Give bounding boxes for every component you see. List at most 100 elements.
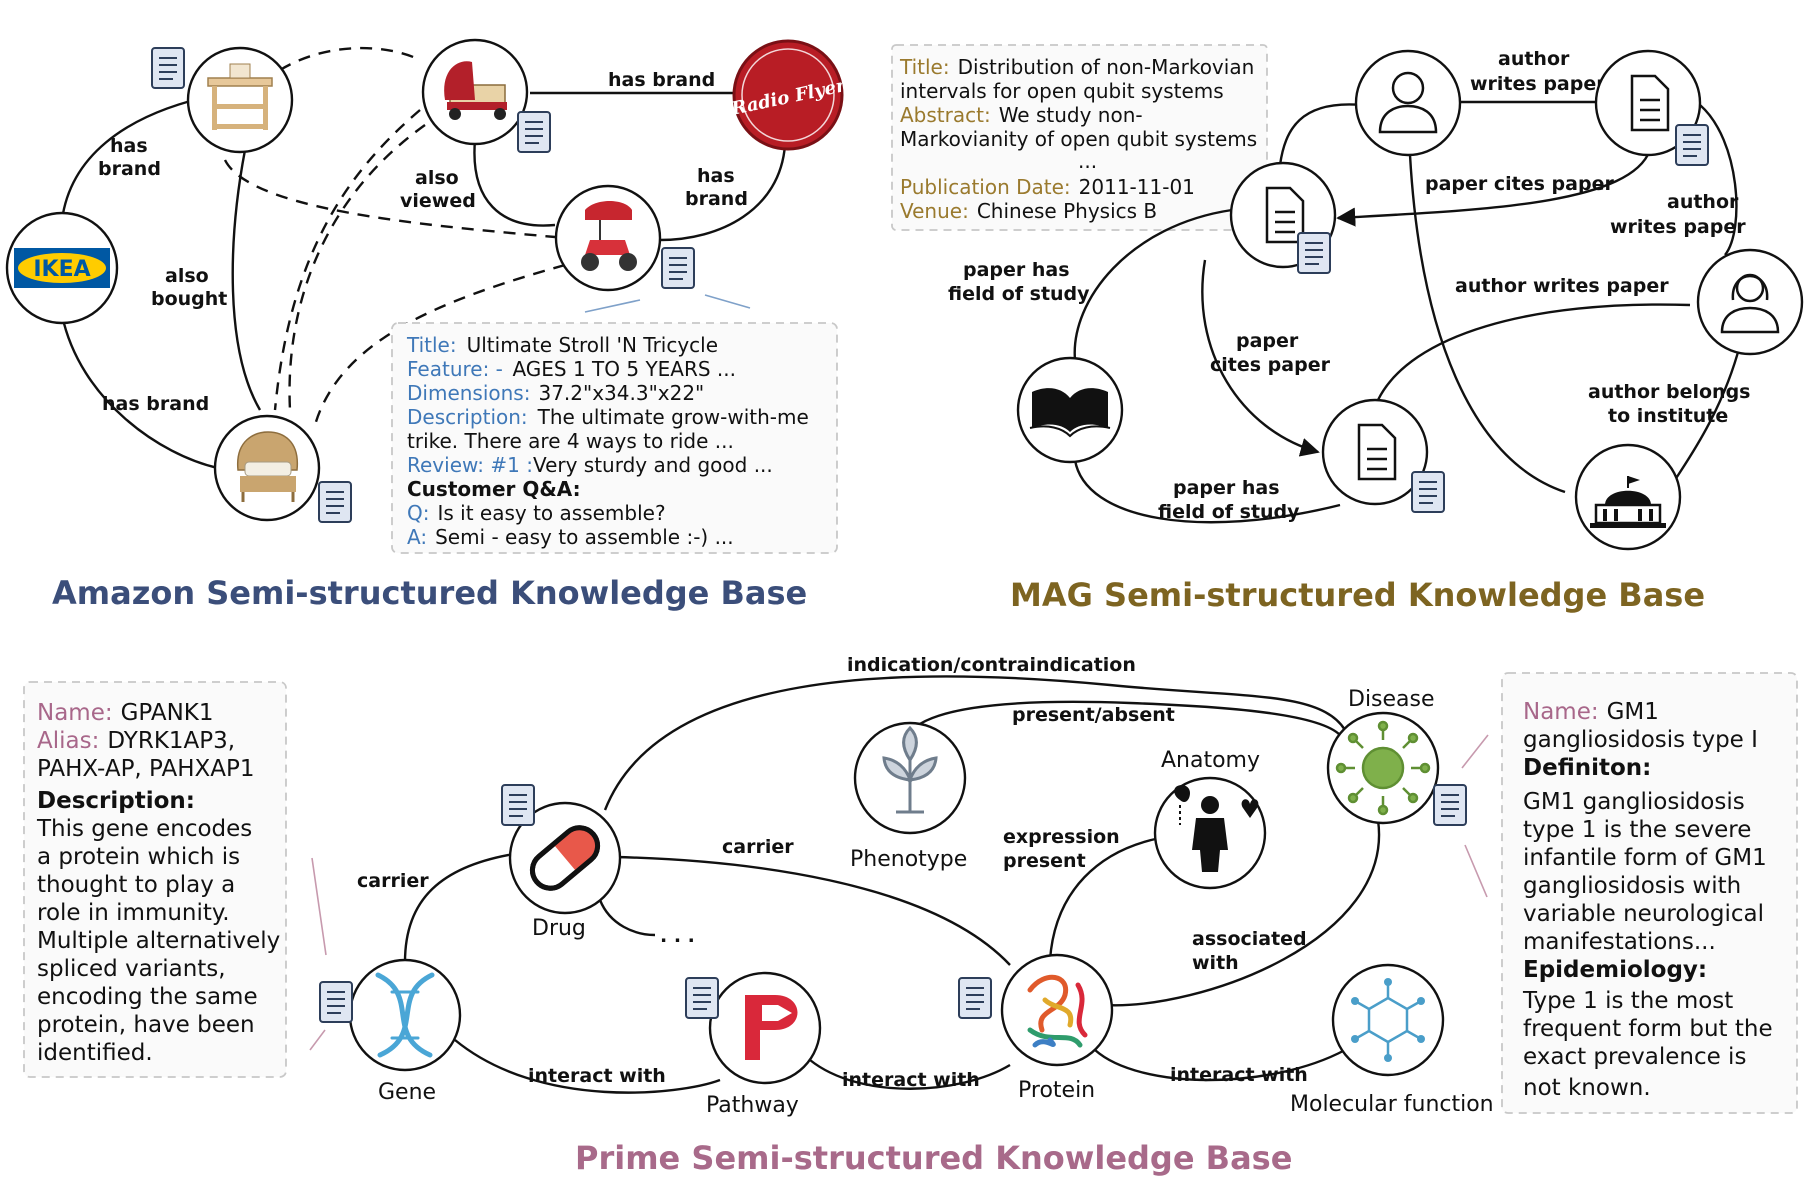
node-radio-flyer[interactable]: Radio Flyer [729,39,849,151]
furniture-icon [207,63,273,130]
prime-left-attribute-box: Name:GPANK1 Alias:DYRK1AP3, PAHX-AP, PAH… [23,681,327,1078]
mag-attr-venue-value: Chinese Physics B [977,199,1157,223]
node-author-male[interactable] [1354,49,1462,157]
mag-label-belongs-1: author belongs [1588,381,1750,403]
edge-anatomy-protein [1048,836,1161,961]
node-anatomy[interactable] [1153,776,1267,890]
mag-attr-abstract-value-2: Markovianity of open qubit systems [900,127,1257,151]
disease-attr-name-value-1: GM1 [1607,699,1659,725]
node-wagon[interactable] [421,38,529,146]
prime-label-associated-1: associated [1192,928,1307,950]
node-molecular-function[interactable] [1331,963,1445,1077]
prime-node-label-disease: Disease [1348,687,1435,712]
label-also-bought-1: also [165,265,209,287]
edge-furniture-wagon [279,46,421,72]
gene-desc-line: a protein which is [37,844,240,870]
node-tricycle[interactable] [554,184,662,292]
mag-label-field-top-2: field of study [948,283,1090,305]
disease-def-line: infantile form of GM1 [1523,845,1767,871]
mag-section: Title:Distribution of non-Markovian inte… [891,44,1804,614]
gene-attr-alias-key: Alias: [37,728,99,754]
attr-title-value: Ultimate Stroll 'N Tricycle [467,333,718,357]
edge-wagon-chair-2 [288,124,426,411]
document-icon [958,977,992,1019]
node-pathway[interactable] [708,971,822,1085]
document-icon [1433,784,1467,826]
prime-label-ellipsis: . . . [660,925,695,947]
prime-label-interact-3: interact with [1170,1064,1308,1086]
protein-icon [1027,974,1088,1048]
edge-ikea-chair [60,314,219,470]
document-icon [501,784,535,826]
label-also-viewed-2: viewed [400,190,476,212]
label-also-bought-2: bought [151,288,227,310]
edge-protein-molecular [1094,1048,1346,1082]
node-disease[interactable] [1326,711,1440,825]
svg-text:Abstract:We study non-: Abstract: We study non- [900,103,1143,127]
mag-attr-abstract-value-1: We study non- [999,103,1143,127]
paper-icon [1630,74,1670,132]
edge-author1-institute [1408,154,1566,494]
document-icon [151,47,185,89]
label-has-brand-right-2: brand [685,188,748,210]
prime-title: Prime Semi-structured Knowledge Base [575,1139,1292,1177]
node-field-of-study[interactable] [1016,356,1124,464]
mag-label-author-writes-1: author [1498,48,1570,70]
svg-text:Feature: -AGES 1 TO 5 YEARS ..: Feature: - AGES 1 TO 5 YEARS ... [407,357,736,381]
attr-feature-value: AGES 1 TO 5 YEARS ... [512,357,736,381]
mag-attr-abstract-key: Abstract: [900,103,991,127]
paper-icon [1357,423,1397,481]
disease-attr-name-value-2: gangliosidosis type I [1523,727,1758,753]
document-icon [1297,232,1331,274]
amazon-title: Amazon Semi-structured Knowledge Base [52,574,807,612]
node-gene[interactable] [348,958,462,1072]
node-ikea[interactable]: IKEA [5,211,119,325]
disease-def-line: manifestations... [1523,929,1716,955]
edge-phenotype-disease [903,700,1341,741]
node-drug[interactable] [508,801,622,915]
gene-desc-line: encoding the same [37,984,258,1010]
disease-def-line: type 1 is the severe [1523,817,1751,843]
callout-line [1461,734,1489,769]
svg-text:Name:GM1: Name:GM1 [1523,699,1659,725]
callout-line [1464,844,1488,898]
node-paper-3[interactable] [1321,398,1429,506]
paper-icon [1265,186,1305,244]
node-chair[interactable] [213,414,321,522]
gene-desc-line: This gene encodes [36,816,252,842]
disease-epi-line: exact prevalence is [1523,1044,1746,1070]
node-furniture[interactable] [186,46,294,154]
gene-attr-name-key: Name: [37,700,113,726]
svg-text:Review: #1 :Very sturdy and go: Review: #1 :Very sturdy and good ... [407,453,773,477]
edge-drug-more [598,899,656,937]
gene-desc-line: identified. [37,1040,153,1066]
mag-label-belongs-2: to institute [1608,405,1728,427]
prime-label-carrier-mid: carrier [722,836,794,858]
node-protein[interactable] [1000,953,1114,1067]
callout-line-1 [584,299,641,313]
edge-book-paper3 [1073,459,1341,524]
edge-drug-disease [603,675,1347,811]
node-institute[interactable] [1574,443,1682,551]
disease-attr-definition-key: Definiton: [1523,755,1651,781]
document-icon [319,981,353,1023]
prime-label-expression-1: expression [1003,826,1120,848]
attr-feature-key: Feature: - [407,357,503,381]
gene-desc-line: role in immunity. [37,900,230,926]
node-paper-1[interactable] [1594,49,1702,157]
document-icon [1411,471,1445,513]
molecule-icon [1351,978,1425,1062]
attr-dimensions-key: Dimensions: [407,381,530,405]
node-phenotype[interactable] [853,721,967,835]
mag-label-author-writes-2: writes paper [1470,73,1606,95]
disease-def-line: GM1 gangliosidosis [1523,789,1745,815]
prime-node-label-pathway: Pathway [706,1093,799,1118]
disease-epi-line: frequent form but the [1523,1016,1773,1042]
node-author-female[interactable] [1696,248,1804,356]
edge-drug-protein [614,855,1011,966]
dna-icon [375,972,435,1058]
edge-author2-paper3 [1376,303,1691,401]
mag-label-field-top-1: paper has [963,259,1070,281]
amazon-attribute-box: Title:Ultimate Stroll 'N Tricycle Featur… [391,322,838,554]
edge-paper1-paper2 [1336,149,1652,227]
